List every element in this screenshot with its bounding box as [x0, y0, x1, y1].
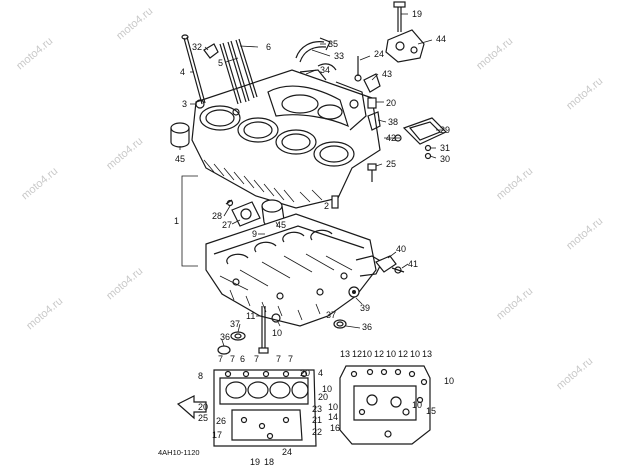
callout-36: 36 [220, 332, 230, 342]
callout-20: 20 [198, 402, 208, 412]
callout-2: 2 [324, 201, 329, 211]
callout-44: 44 [436, 34, 446, 44]
callout-18: 18 [264, 457, 274, 467]
watermark: moto4.ru [19, 165, 60, 202]
callout-10: 10 [328, 402, 338, 412]
callout-3: 3 [182, 99, 187, 109]
callout-17: 17 [212, 430, 222, 440]
callout-20: 20 [318, 392, 328, 402]
callout-6: 6 [240, 354, 245, 364]
watermark: moto4.ru [104, 265, 145, 302]
callout-5: 5 [218, 58, 223, 68]
cover-plate-44 [385, 1, 425, 63]
callout-20: 20 [300, 368, 310, 378]
callout-21: 21 [312, 415, 322, 425]
callout-24: 24 [282, 447, 292, 457]
callout-10: 10 [410, 349, 420, 359]
callout-4: 4 [318, 368, 323, 378]
callout-7: 7 [276, 354, 281, 364]
sleeve-part-45 [170, 122, 190, 148]
callout-10: 10 [444, 376, 454, 386]
callout-19: 19 [250, 457, 260, 467]
callout-31: 31 [440, 143, 450, 153]
callout-32: 32 [192, 42, 202, 52]
callout-1: 1 [174, 216, 179, 226]
callout-42: 42 [386, 133, 396, 143]
callout-8: 8 [198, 371, 203, 381]
callout-12: 12 [398, 349, 408, 359]
callout-29: 29 [440, 125, 450, 135]
callout-6: 6 [266, 42, 271, 52]
callout-12: 12 [374, 349, 384, 359]
callout-7: 7 [254, 354, 259, 364]
callout-45: 45 [175, 154, 185, 164]
callout-36: 36 [362, 322, 372, 332]
callout-4: 4 [180, 67, 185, 77]
watermark: moto4.ru [554, 355, 595, 392]
callout-33: 33 [334, 51, 344, 61]
watermark: moto4.ru [14, 35, 55, 72]
upper-studs [181, 34, 258, 116]
callout-19: 19 [412, 9, 422, 19]
callout-7: 7 [230, 354, 235, 364]
callout-30: 30 [440, 154, 450, 164]
callout-26: 26 [216, 416, 226, 426]
callout-13: 13 [422, 349, 432, 359]
callout-34: 34 [320, 65, 330, 75]
callout-28: 28 [212, 211, 222, 221]
callout-10: 10 [362, 349, 372, 359]
watermark: moto4.ru [564, 215, 605, 252]
watermark: moto4.ru [104, 135, 145, 172]
callout-7: 7 [218, 354, 223, 364]
diagram-code: 4AH10-1120 [158, 448, 200, 457]
callout-11: 11 [246, 311, 255, 321]
callout-27: 27 [222, 220, 232, 230]
upper-crankcase [191, 69, 381, 209]
callout-45: 45 [276, 220, 286, 230]
callout-24: 24 [374, 49, 384, 59]
watermark: moto4.ru [114, 5, 155, 42]
right-upper-fittings [354, 56, 381, 131]
breather-hose [295, 37, 337, 71]
callout-35: 35 [328, 39, 338, 49]
assembly-bracket [181, 175, 198, 267]
lower-right-fittings [348, 255, 405, 298]
watermark: moto4.ru [494, 285, 535, 322]
callout-37: 37 [326, 310, 336, 320]
callout-25: 25 [198, 413, 208, 423]
leader-lines [179, 13, 444, 347]
bolt-view-right [339, 365, 431, 445]
callout-13: 13 [340, 349, 350, 359]
watermark: moto4.ru [564, 75, 605, 112]
callout-25: 25 [386, 159, 396, 169]
callout-43: 43 [382, 69, 392, 79]
bolt-view-left [176, 369, 317, 447]
callout-10: 10 [272, 328, 282, 338]
callout-40: 40 [396, 244, 406, 254]
watermark: moto4.ru [494, 165, 535, 202]
callout-22: 22 [312, 427, 322, 437]
callout-10: 10 [412, 400, 422, 410]
callout-7: 7 [288, 354, 293, 364]
callout-10: 10 [322, 384, 332, 394]
callout-12: 12 [352, 349, 362, 359]
lower-crankcase [205, 213, 383, 327]
callout-37: 37 [230, 319, 240, 329]
watermark: moto4.ru [474, 35, 515, 72]
callout-10: 10 [386, 349, 396, 359]
callout-labels: 19 44 35 33 24 34 43 20 38 42 29 31 30 2… [158, 9, 454, 467]
callout-41: 41 [408, 259, 418, 269]
callout-38: 38 [388, 117, 398, 127]
callout-15: 15 [426, 406, 436, 416]
callout-9: 9 [252, 229, 257, 239]
watermark: moto4.ru [24, 295, 65, 332]
callout-20: 20 [386, 98, 396, 108]
callout-23: 23 [312, 404, 322, 414]
plate-29 [394, 117, 448, 160]
callout-14: 14 [328, 412, 338, 422]
callout-16: 16 [330, 423, 340, 433]
bolt-25 [367, 163, 377, 182]
callout-39: 39 [360, 303, 370, 313]
